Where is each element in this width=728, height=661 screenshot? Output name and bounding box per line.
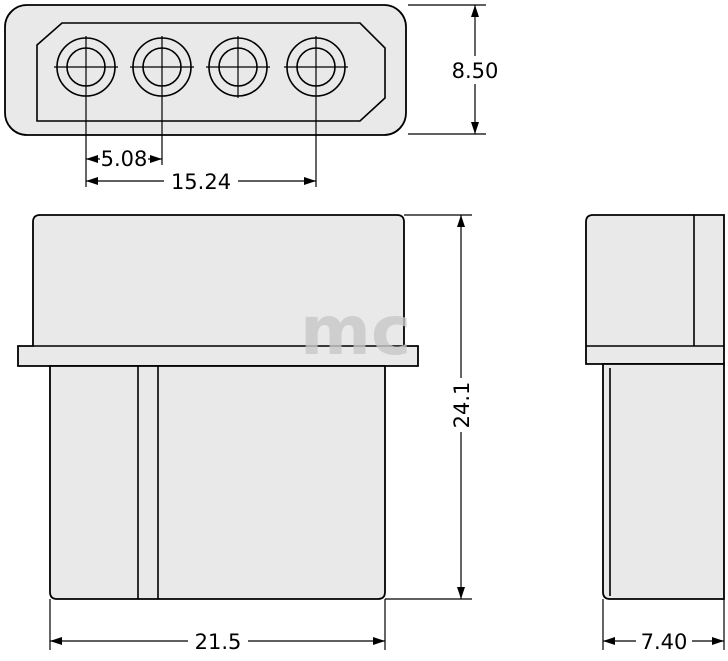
- dimension-pin-span: 15.24: [86, 169, 316, 194]
- front-view: [17, 214, 419, 600]
- side-view: [585, 214, 725, 600]
- side-view-cap: [585, 214, 725, 365]
- top-view: [4, 4, 407, 187]
- front-view-cap: [17, 214, 419, 367]
- dimension-pitch-label: 5.08: [101, 147, 148, 171]
- pin-centerlines: [54, 36, 348, 187]
- top-view-outline: [4, 4, 407, 136]
- dimension-top-height-label: 8.50: [452, 59, 499, 83]
- side-view-base: [602, 363, 725, 600]
- top-view-inner-outline: [36, 22, 386, 122]
- dimension-depth-label: 7.40: [641, 630, 688, 654]
- dimension-width-label: 21.5: [195, 630, 242, 654]
- front-view-base: [49, 365, 386, 600]
- dimension-pin-span-label: 15.24: [171, 170, 231, 194]
- dimension-total-height-label: 24.1: [450, 382, 474, 429]
- dimension-width: 21.5: [49, 599, 386, 654]
- dimension-top-height: 8.50: [408, 4, 504, 135]
- dimension-pitch: 5.08: [86, 147, 162, 171]
- watermark-logo: mc: [300, 292, 411, 371]
- dimension-total-height: 24.1: [385, 214, 475, 600]
- dimension-depth: 7.40: [602, 599, 725, 654]
